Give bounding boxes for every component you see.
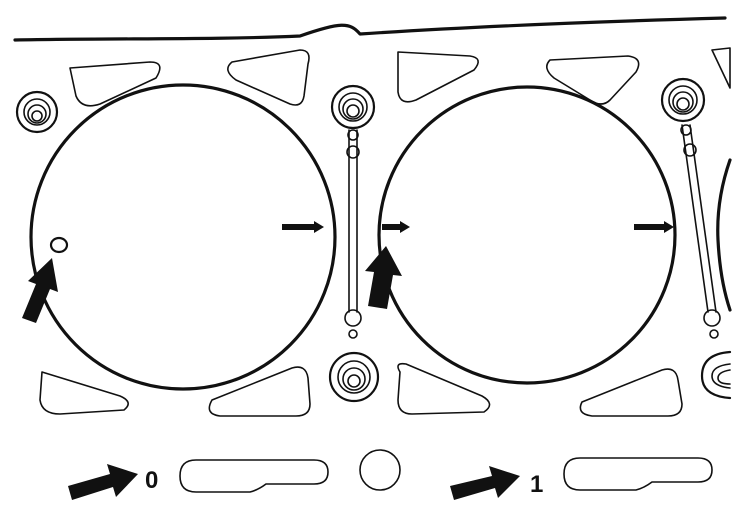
coolant-passage-lower-3 [397, 362, 491, 415]
bolt-hole-5 [700, 350, 732, 400]
id-slot-0 [179, 459, 329, 493]
cylinder-bore-1 [29, 83, 337, 391]
coolant-passage-upper-4 [546, 55, 640, 105]
bolt-hole-2 [330, 84, 376, 130]
cylinder-bore-3-edge [716, 158, 732, 312]
indicator-arrow-left [68, 464, 138, 500]
id-round-hole [359, 449, 401, 491]
pointer-arrow-2 [365, 246, 402, 309]
coolant-passage-upper-3 [397, 51, 479, 103]
bore-mark-3 [634, 221, 674, 233]
coolant-passage-upper-1 [69, 61, 161, 107]
bore-mark-2 [382, 221, 410, 233]
id-slot-1 [563, 457, 713, 491]
gasket-top-edge [13, 16, 727, 42]
cylinder-bore-2 [377, 85, 677, 385]
indicator-arrow-right [450, 466, 520, 500]
coolant-passage-lower-4 [579, 368, 683, 417]
pointer-arrow-1 [22, 258, 58, 323]
reference-hole [49, 236, 69, 254]
oil-slot-left [344, 129, 362, 339]
bolt-hole-1 [15, 90, 59, 134]
bolt-hole-4 [328, 351, 380, 403]
coolant-passage-lower-1 [39, 371, 129, 415]
label-zero: 0 [145, 467, 158, 494]
coolant-passage-lower-2 [208, 366, 311, 417]
coolant-passage-upper-5 [711, 47, 731, 89]
oil-slot-right [680, 124, 721, 339]
label-one: 1 [530, 471, 543, 498]
coolant-passage-upper-2 [227, 49, 310, 106]
bore-mark-1 [282, 221, 324, 233]
bolt-hole-3 [660, 77, 706, 123]
